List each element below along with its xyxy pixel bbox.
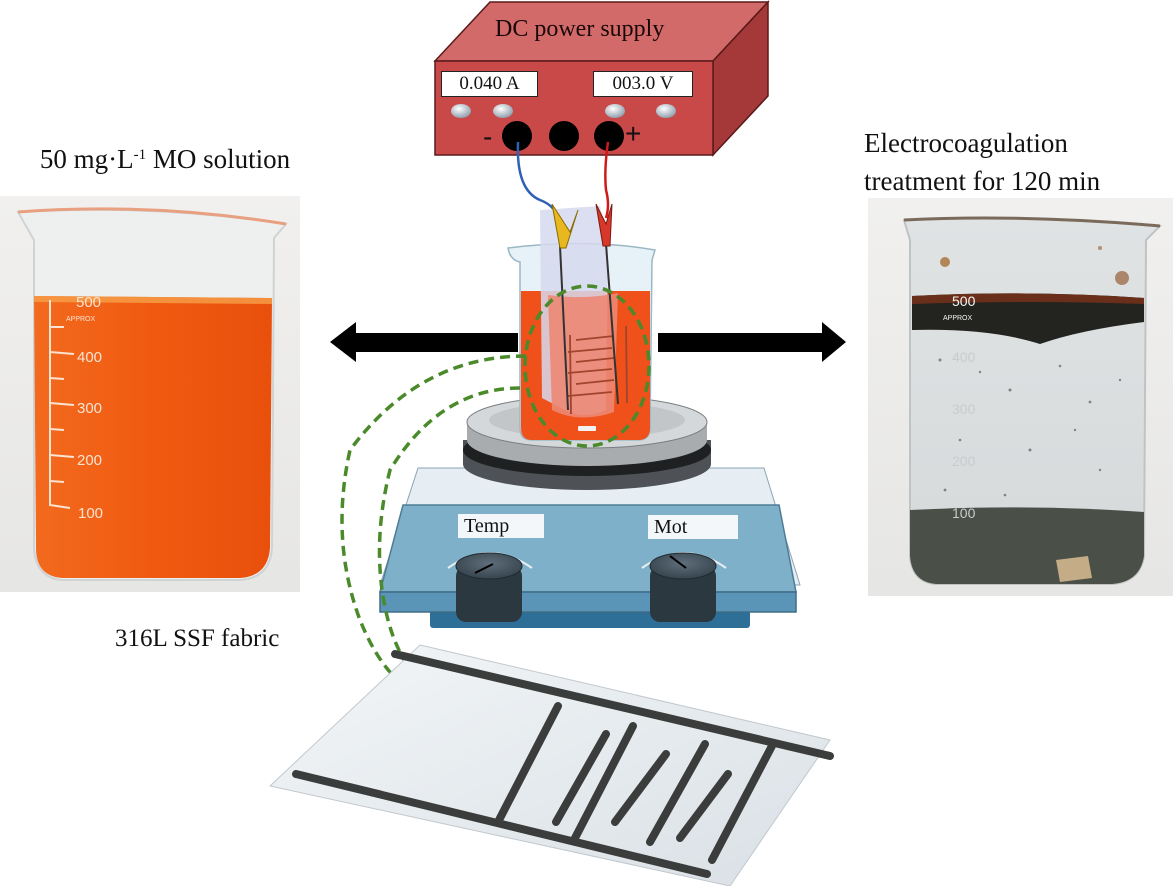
scale-200: 200 <box>952 453 976 469</box>
treated-beaker-scale: 500 APPROX 400 300 200 100 <box>943 293 976 521</box>
treatment-label: Electrocoagulation treatment for 120 min <box>864 124 1100 200</box>
scale-300: 300 <box>952 401 976 417</box>
electrode-negative <box>559 245 569 411</box>
callout-arrow-inner <box>377 386 521 674</box>
reaction-beaker <box>507 203 656 441</box>
temp-knob-label: Temp <box>458 514 544 538</box>
voltage-readout: 003.0 V <box>593 71 693 97</box>
fabric-label: 316L SSF fabric <box>115 625 280 652</box>
scale-approx: APPROX <box>66 316 96 323</box>
ground-terminal <box>549 121 579 151</box>
stitched-electrode-pattern <box>292 650 834 878</box>
scale-300: 300 <box>77 400 102 417</box>
callout-arrow-outer <box>340 354 527 692</box>
positive-polarity-sign: + <box>625 118 642 149</box>
mo-label-prefix: 50 mg·L <box>39 144 134 174</box>
mo-label-superscript: -1 <box>133 147 147 163</box>
stir-bar <box>578 426 596 431</box>
floc-particles <box>938 358 1122 497</box>
scale-100: 100 <box>78 505 103 522</box>
motor-knob-label: Mot <box>648 515 738 539</box>
negative-terminal <box>502 121 532 151</box>
fabric-in-beaker-lines <box>567 325 628 415</box>
ssf-fabric-photo <box>268 644 834 886</box>
power-supply-knobs <box>451 104 676 118</box>
treated-solution-photo: 500 APPROX 400 300 200 100 <box>868 198 1173 596</box>
negative-polarity-sign: - <box>483 121 493 152</box>
temp-knob[interactable] <box>447 552 533 622</box>
beaker-scale-labels: 500 APPROX 400 300 200 100 <box>66 294 103 522</box>
arrow-right <box>658 322 846 362</box>
scale-500: 500 <box>952 293 976 309</box>
scale-approx: APPROX <box>943 315 973 322</box>
motor-knob[interactable] <box>641 552 727 622</box>
mo-label-suffix: MO solution <box>146 144 291 174</box>
scale-500: 500 <box>76 294 101 311</box>
highlight-ellipse <box>523 284 651 448</box>
mo-solution-label: 50 mg·L-1 MO solution <box>0 144 330 175</box>
alligator-clip-red <box>595 203 613 247</box>
power-supply-title: DC power supply <box>495 16 665 42</box>
electrode-positive <box>605 243 619 405</box>
mo-solution-photo: 500 APPROX 400 300 200 100 <box>0 196 300 592</box>
arrow-left <box>330 322 518 362</box>
scale-200: 200 <box>77 452 102 469</box>
current-readout: 0.040 A <box>441 71 538 97</box>
treatment-label-line1: Electrocoagulation <box>864 128 1068 158</box>
scale-400: 400 <box>952 349 976 365</box>
graduation-marks <box>49 300 75 509</box>
scale-400: 400 <box>77 349 102 366</box>
alligator-clip-yellow <box>551 203 579 249</box>
positive-wire <box>604 141 610 219</box>
positive-terminal <box>594 121 624 151</box>
scale-100: 100 <box>952 505 976 521</box>
treatment-label-line2: treatment for 120 min <box>864 166 1101 196</box>
